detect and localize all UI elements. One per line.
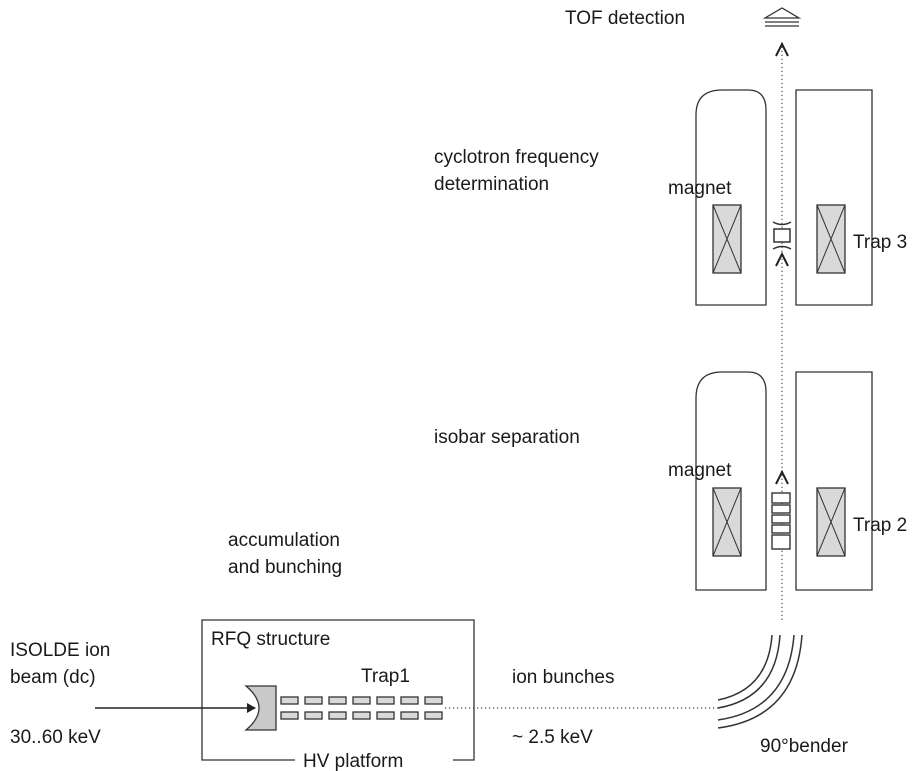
rfq-rods xyxy=(280,696,443,720)
cyclotron-label-line2: determination xyxy=(434,174,549,195)
magnet-top-label: magnet xyxy=(668,178,732,199)
arrow-up-tof xyxy=(775,41,789,57)
tof-detection-label: TOF detection xyxy=(565,8,685,29)
bender-label: 90°bender xyxy=(760,736,849,757)
precision-trap-icon xyxy=(772,221,792,250)
magnet-mid-left-yoke xyxy=(695,371,767,591)
trap2-label: Trap 2 xyxy=(853,515,907,536)
magnet-mid-label: magnet xyxy=(668,460,732,481)
hv-platform-label: HV platform xyxy=(303,751,403,771)
isolde-label-line1: ISOLDE ion xyxy=(10,640,110,661)
coil-mid-left xyxy=(712,487,742,557)
arrow-up-trap3 xyxy=(775,251,789,267)
accumulation-label-line2: and bunching xyxy=(228,557,342,578)
tof-detector-icon xyxy=(762,7,802,27)
coil-mid-right xyxy=(816,487,846,557)
magnet-mid-right-yoke xyxy=(795,371,873,591)
coil-top-right xyxy=(816,204,846,274)
preparation-trap-electrodes xyxy=(771,492,791,550)
arrow-up-trap2 xyxy=(775,469,789,485)
rfq-structure-box xyxy=(201,619,475,761)
cyclotron-label-line1: cyclotron frequency xyxy=(434,147,599,168)
rfq-structure-label: RFQ structure xyxy=(211,629,330,650)
magnet-top xyxy=(695,89,873,306)
trap1-label: Trap1 xyxy=(361,666,410,687)
ion-bunches-label: ion bunches xyxy=(512,667,614,688)
rfq-entrance-electrode xyxy=(244,685,277,731)
magnet-top-right-yoke xyxy=(795,89,873,306)
isolde-label-line2: beam (dc) xyxy=(10,667,96,688)
magnet-middle xyxy=(695,371,873,591)
energy-in-label: 30..60 keV xyxy=(10,727,101,748)
trap3-label: Trap 3 xyxy=(853,232,907,253)
magnet-top-left-yoke xyxy=(695,89,767,306)
accumulation-label-line1: accumulation xyxy=(228,530,340,551)
coil-top-left xyxy=(712,204,742,274)
bender-90 xyxy=(717,634,803,729)
energy-out-label: ~ 2.5 keV xyxy=(512,727,593,748)
isobar-separation-label: isobar separation xyxy=(434,427,580,448)
